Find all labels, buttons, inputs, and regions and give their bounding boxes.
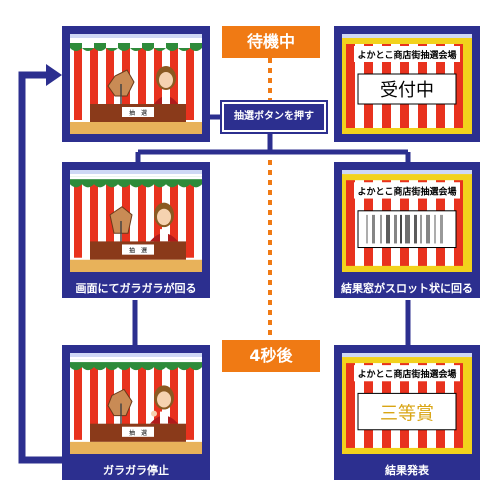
loop-back-arrow-head [46,64,62,86]
host-person-icon [150,385,178,424]
result-screen: よかとこ商店街抽選会場 [342,170,472,272]
result-window-text: 受付中 [380,80,434,101]
label-press-button: 抽選ボタンを押す [222,102,326,132]
venue-title: よかとこ商店街抽選会場 [358,368,457,380]
lottery-drum-icon [107,388,133,433]
counter-label: 抽 選 [129,429,147,437]
label-four-seconds: 4秒後 [222,340,320,372]
caption-result: 結果発表 [385,464,429,477]
caption-slot: 結果窓がスロット状に回る [341,282,473,295]
label-standby: 待機中 [222,26,320,58]
panel-slot-screen: よかとこ商店街抽選会場 結果窓がスロット状に回る [334,162,480,298]
result-window-text: 三等賞 [380,404,434,425]
panel-result-screen: よかとこ商店街抽選会場 三等賞 結果発表 [334,345,480,480]
caption-spinning: 画面にてガラガラが回る [75,282,197,295]
panel-reception-screen: よかとこ商店街抽選会場 受付中 [334,26,480,142]
lottery-screen: 抽 選 [70,353,202,454]
caption-stopped: ガラガラ停止 [103,464,169,477]
panel-stopped-screen: 抽 選 ガラガラ停止 [62,345,210,480]
loop-back-arrow-line [18,71,62,464]
panel-spinning-screen: 抽 選 画面にてガラガラが回る [62,162,210,298]
venue-title: よかとこ商店街抽選会場 [357,49,456,61]
lottery-screen: 抽 選 [70,170,202,272]
host-person-icon [154,66,178,104]
counter-label: 抽 選 [129,109,147,117]
venue-title: よかとこ商店街抽選会場 [358,185,457,197]
result-screen: よかとこ商店街抽選会場 三等賞 [342,353,472,454]
result-screen: よかとこ商店街抽選会場 受付中 [342,34,472,134]
panel-standby-screen: 抽 選 [62,26,210,142]
host-person-icon [150,202,178,242]
lottery-screen: 抽 選 [70,34,202,134]
counter-label: 抽 選 [129,247,147,255]
slot-blur-icon [366,214,443,244]
